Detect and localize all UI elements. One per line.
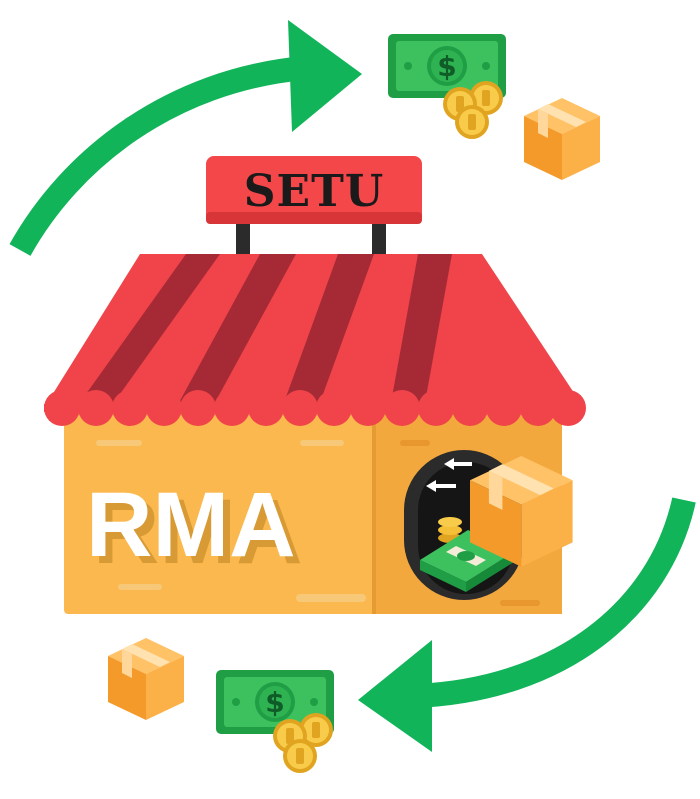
sign-post xyxy=(236,214,250,256)
parcel-box-icon xyxy=(524,98,600,180)
parcel-box-icon xyxy=(108,638,184,720)
return-hatch xyxy=(404,450,573,600)
shop-sign: SETU xyxy=(206,156,422,224)
striped-awning-roof xyxy=(44,254,586,426)
shop-label: RMA RMA xyxy=(86,474,303,583)
curved-arrow-left-icon xyxy=(358,497,696,752)
shop-label-shadow: RMA xyxy=(93,481,303,583)
sign-text: SETU xyxy=(244,166,384,217)
shop-label-text: RMA xyxy=(86,474,296,576)
gold-coins-icon xyxy=(273,713,333,773)
gold-coins-icon xyxy=(443,81,503,139)
sign-post xyxy=(372,214,386,256)
return-arrows-icon xyxy=(426,458,472,492)
curved-arrow-right-icon xyxy=(9,20,362,256)
